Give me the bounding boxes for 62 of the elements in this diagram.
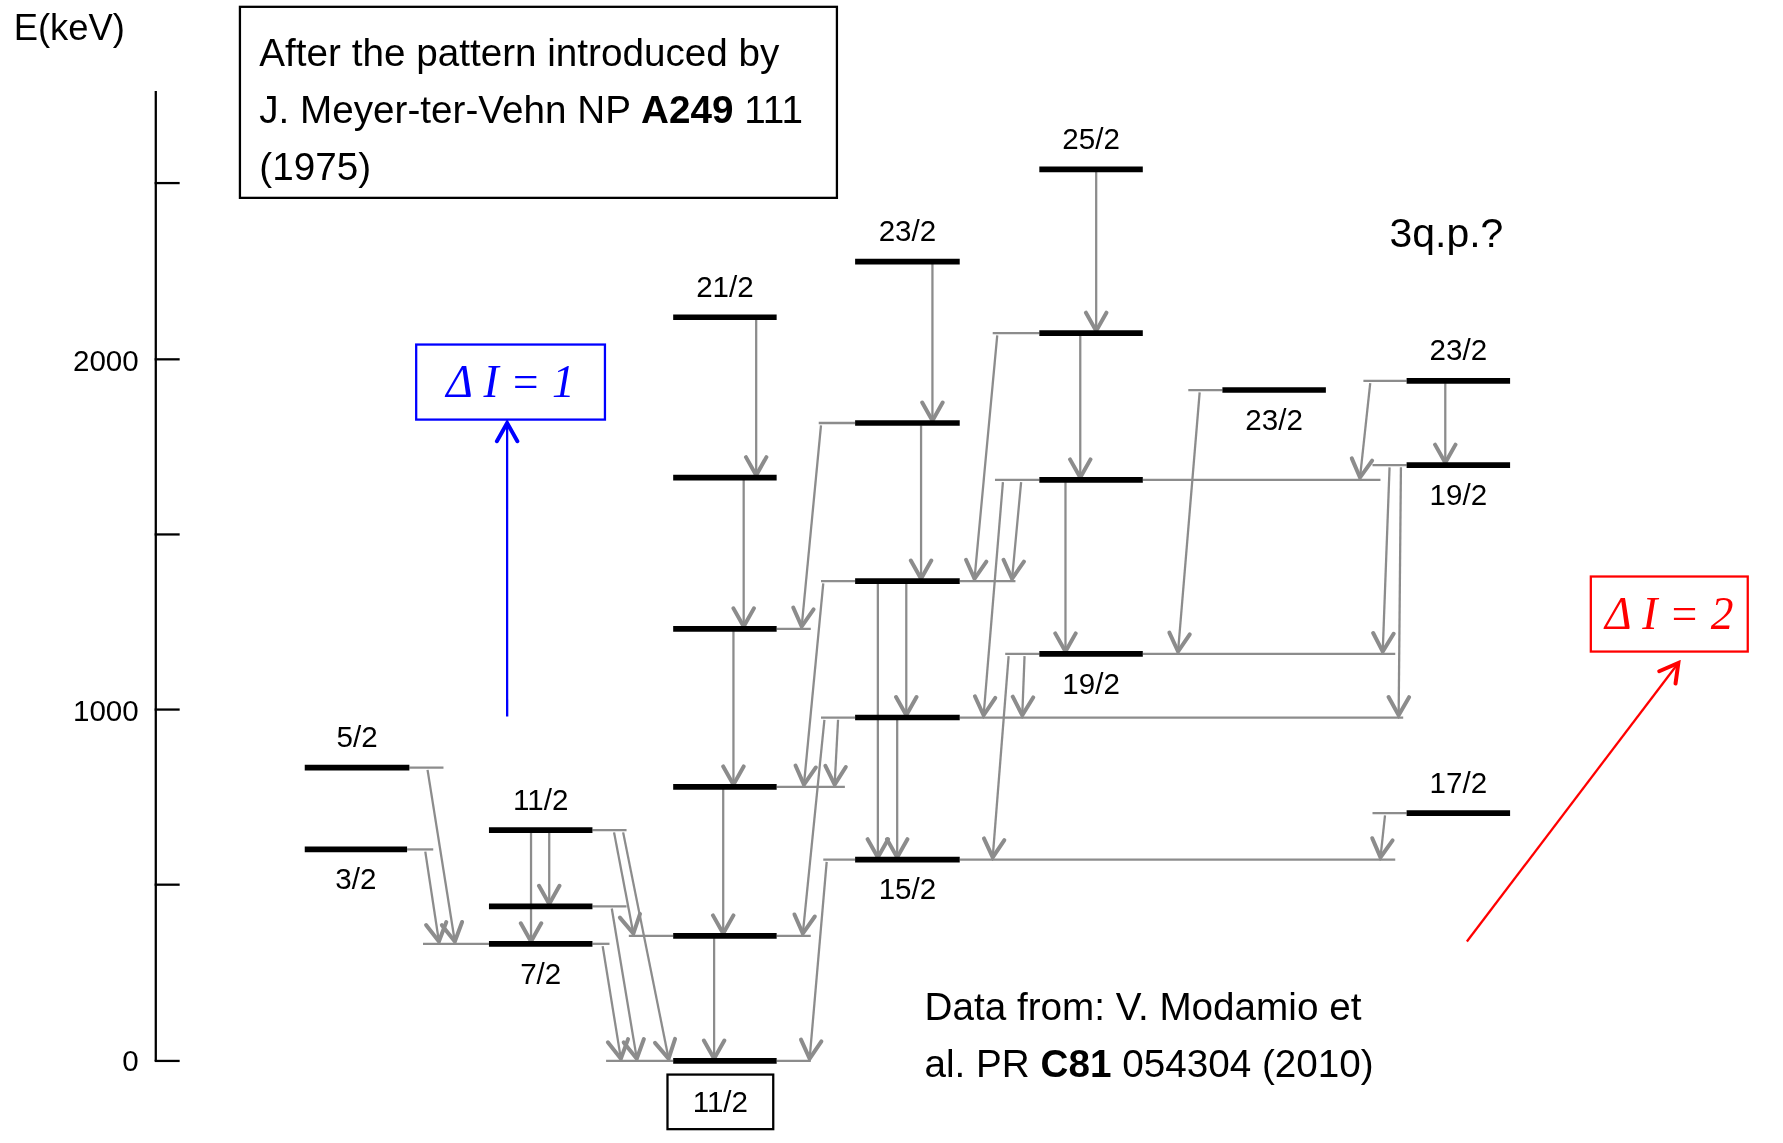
axis-title: E(keV) — [13, 5, 126, 49]
spin-label: 7/2 — [519, 956, 563, 991]
transition-arrow — [964, 335, 999, 581]
spin-label: 25/2 — [1061, 121, 1121, 156]
spin-label: 23/2 — [877, 213, 938, 248]
spin-label: 5/2 — [335, 719, 379, 754]
transition-arrow — [1053, 482, 1078, 654]
transition-arrow — [1433, 383, 1458, 465]
transition-arrow — [799, 861, 828, 1061]
transition-arrow — [518, 832, 544, 944]
note-box: After the pattern introduced by J. Meyer-ter-Vehn NP A249 111 (1975) — [238, 5, 839, 199]
transition-arrow — [721, 631, 746, 787]
transition-arrow — [1010, 656, 1036, 718]
transition-arrow — [1370, 815, 1395, 860]
transition-arrow — [894, 583, 919, 718]
transition-arrow — [1167, 392, 1201, 654]
transition-arrow — [612, 832, 642, 936]
direction-arrow — [1465, 660, 1681, 943]
tick-label: 0 — [121, 1042, 139, 1080]
transition-arrow — [537, 832, 562, 906]
transition-arrow — [701, 938, 727, 1061]
transition-arrow — [1001, 482, 1026, 581]
transition-arrow — [424, 851, 449, 944]
spin-label: 11/2 — [512, 782, 570, 817]
transition-arrow — [426, 769, 465, 944]
spin-label: 11/2 — [666, 1073, 775, 1131]
transition-arrow — [1349, 383, 1375, 480]
transition-arrow — [920, 263, 945, 423]
transition-arrow — [743, 319, 769, 478]
spin-label: 23/2 — [1244, 402, 1304, 437]
transition-arrow — [622, 832, 678, 1061]
transition-arrow — [884, 719, 910, 860]
transition-arrow — [1083, 171, 1109, 333]
transition-arrow — [908, 425, 934, 581]
note-text: 3q.p.? — [1389, 211, 1505, 255]
transition-arrow — [1068, 335, 1093, 480]
transition-arrow — [791, 425, 823, 629]
transition-arrow — [981, 656, 1010, 860]
transition-arrow — [601, 945, 631, 1061]
annotation-box: Δ I = 1 — [415, 343, 607, 421]
source-note: Data from: V. Modamio et al. PR C81 054304 (2010) — [924, 983, 1375, 1087]
transition-arrow — [610, 908, 646, 1061]
transition-arrow — [731, 479, 756, 629]
annotation-box: Δ I = 2 — [1589, 575, 1749, 653]
transition-arrow — [1386, 467, 1412, 718]
direction-arrow — [494, 421, 520, 717]
spin-label: 17/2 — [1428, 765, 1489, 800]
spin-label: 21/2 — [695, 269, 755, 304]
spin-label: 19/2 — [1428, 477, 1489, 512]
spin-label: 19/2 — [1061, 666, 1121, 701]
transition-arrow — [823, 719, 848, 787]
transition-arrow — [972, 482, 1005, 718]
transition-arrow — [792, 719, 826, 936]
spin-label: 15/2 — [877, 872, 938, 907]
transition-arrow — [1371, 467, 1396, 654]
tick-label: 2000 — [71, 342, 139, 380]
transition-arrow — [793, 583, 825, 787]
transition-arrow — [711, 789, 736, 936]
spin-label: 3/2 — [334, 861, 378, 897]
spin-label: 23/2 — [1428, 333, 1489, 368]
tick-label: 1000 — [71, 692, 139, 730]
transition-arrow — [865, 583, 891, 860]
